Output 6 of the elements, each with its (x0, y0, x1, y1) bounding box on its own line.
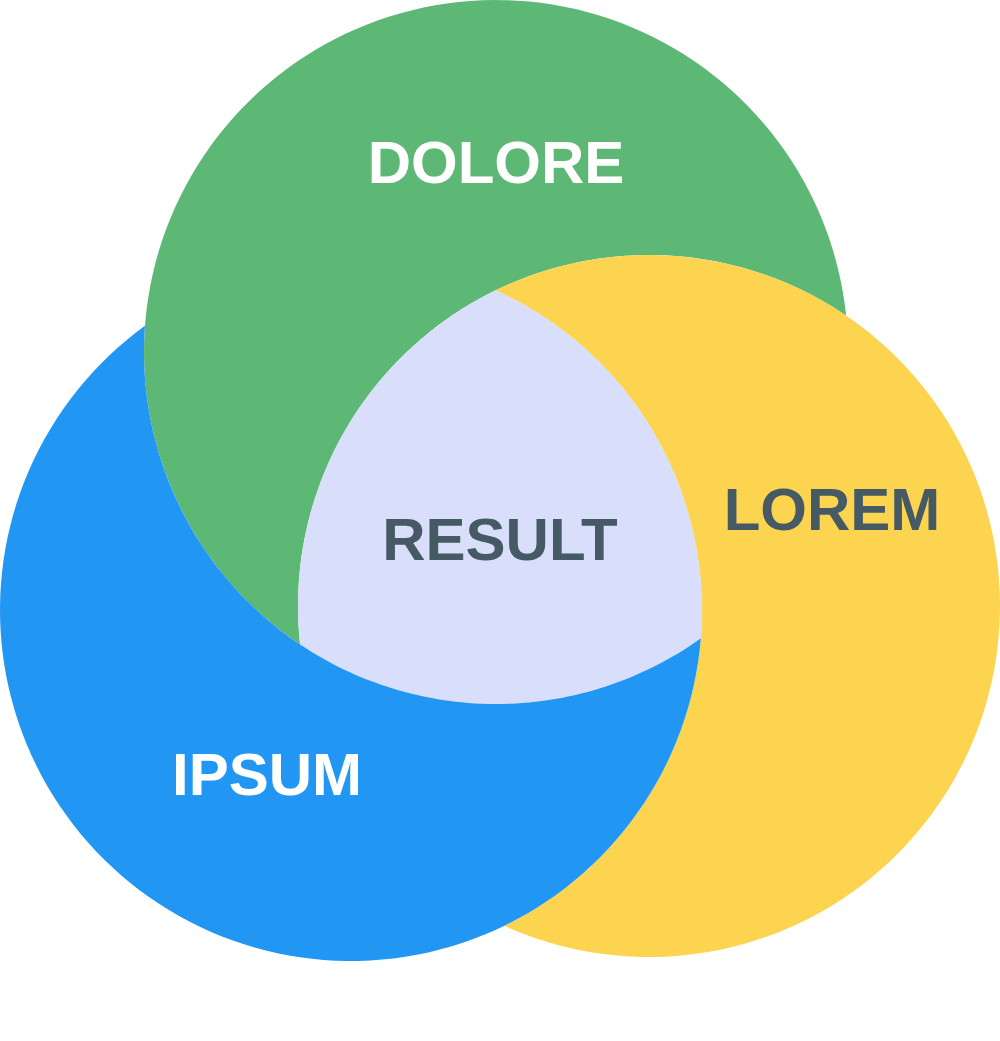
overlap-region (298, 290, 702, 704)
set-label: DOLORE (367, 133, 625, 193)
set-label: RESULT (382, 510, 618, 570)
crescent-region (0, 325, 701, 961)
set-label: LOREM (723, 480, 941, 540)
set-label: IPSUM (172, 745, 362, 805)
